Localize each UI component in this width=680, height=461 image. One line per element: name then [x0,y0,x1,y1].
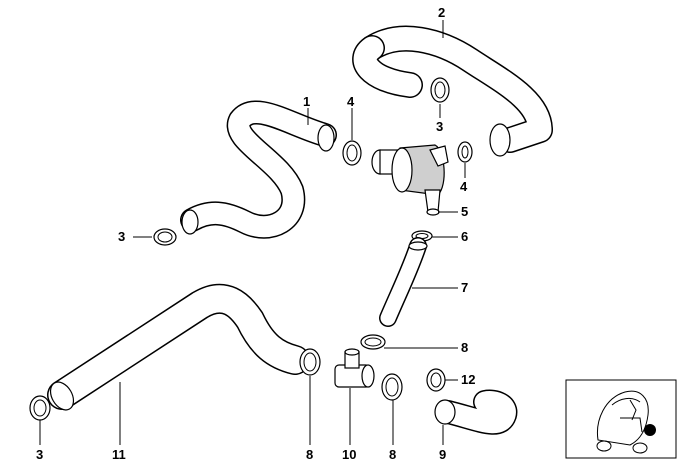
callout-3: 3 [118,229,125,244]
valve-assembly [371,144,449,216]
scooter-icon [596,390,656,454]
callout-9: 9 [439,447,446,461]
callout-2: 2 [438,5,445,20]
callout-8: 8 [306,447,313,461]
callout-8: 8 [389,447,396,461]
callout-5: 5 [461,204,468,219]
callout-12: 12 [461,372,475,387]
hose-1 [180,100,337,239]
clamp-8-right [381,373,403,401]
callout-7: 7 [461,280,468,295]
callout-4: 4 [460,179,468,194]
hose-9 [434,389,518,435]
hose-7 [379,237,428,327]
callout-3: 3 [36,447,43,461]
callout-10: 10 [342,447,356,461]
clamp-3-left [153,228,177,246]
clamp-12 [426,368,446,392]
clamp-8-left [299,348,321,376]
leader-lines [39,20,466,445]
callout-6: 6 [461,229,468,244]
clamp-3-top [430,77,450,103]
clamp-4-left [342,140,362,166]
callout-8: 8 [461,340,468,355]
clamp-4-right [457,141,473,163]
hose-11 [47,283,310,411]
clamp-3-bottom [29,395,51,421]
vehicle-inset [565,379,677,459]
clamp-8-top [360,334,386,350]
t-piece-10 [334,348,375,388]
callout-3: 3 [436,119,443,134]
callout-4: 4 [347,94,355,109]
callout-1: 1 [303,94,310,109]
hose-2 [352,25,553,157]
callout-11: 11 [112,447,126,461]
callout-labels: 2 1 4 3 4 5 6 7 8 3 12 3 11 8 10 8 9 [36,5,475,461]
